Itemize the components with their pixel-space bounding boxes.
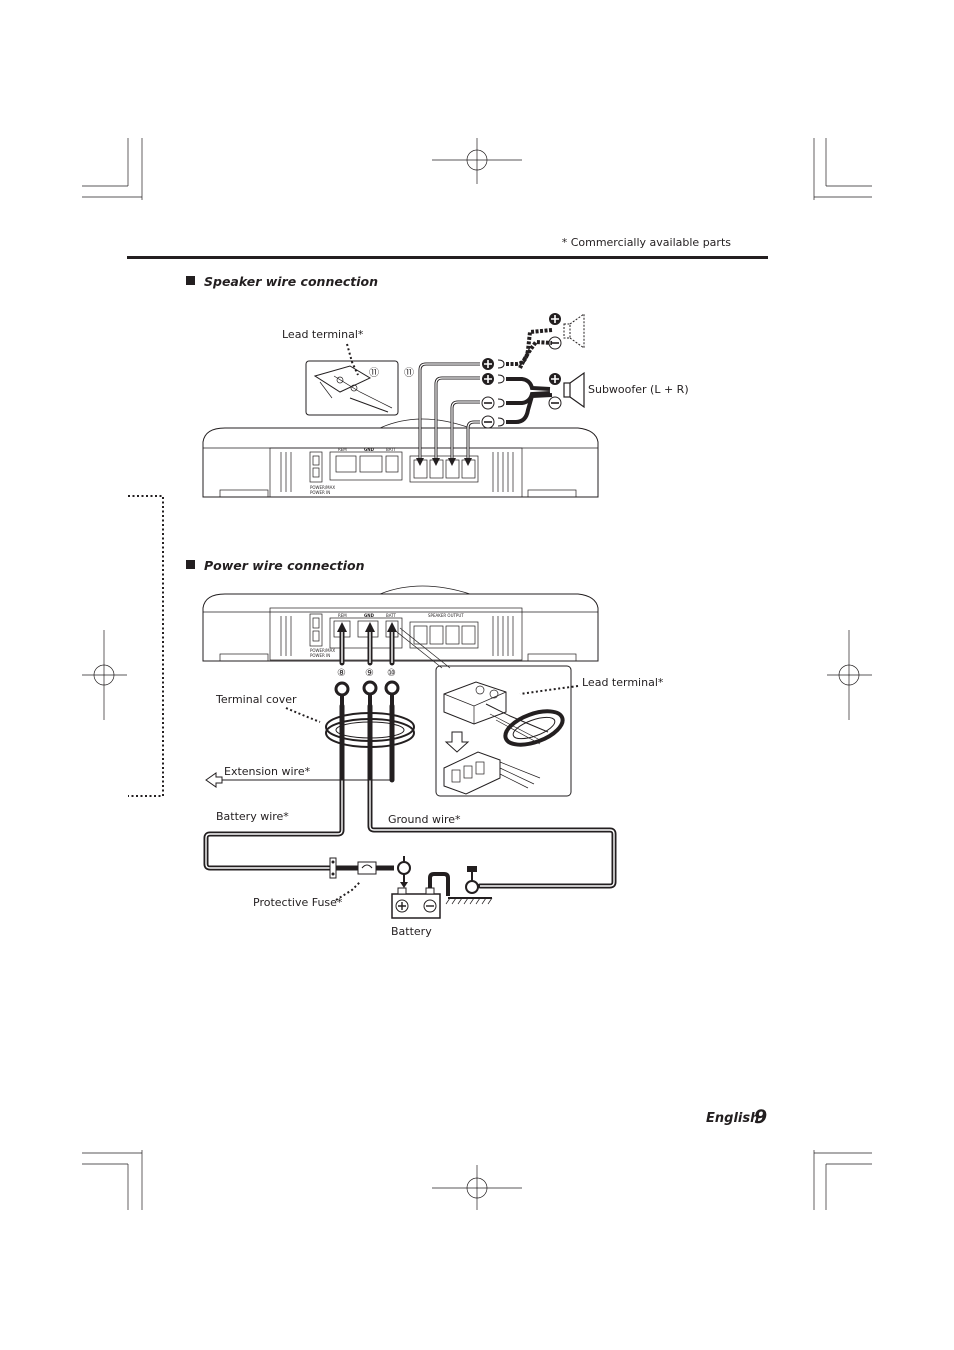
extension-link-dotted <box>128 495 164 797</box>
ground-wire-label: Ground wire* <box>388 813 461 826</box>
power-in-label-2: POWER IN <box>310 653 330 658</box>
subwoofer-top <box>548 313 585 350</box>
battery-wire-label: Battery wire* <box>216 810 289 823</box>
extension-arrow <box>205 772 223 788</box>
terminal-cover-pointer <box>285 707 321 723</box>
rem-label: REM <box>338 447 347 452</box>
power-wires <box>203 703 617 889</box>
speaker-lead-terminal-label: Lead terminal* <box>282 328 364 341</box>
marker-9: ⑨ <box>365 668 374 679</box>
amplifier-speaker-view: POWER/MAX POWER IN REM GND BATT <box>202 418 599 498</box>
section-bullet-power <box>186 560 195 569</box>
rem-label-2: REM <box>338 613 347 618</box>
speaker-marker-b: ⑪ <box>404 367 414 379</box>
speaker-leads <box>418 362 480 462</box>
subwoofer-bottom <box>548 371 585 410</box>
gnd-label: GND <box>364 447 375 452</box>
protective-fuse-label: Protective Fuse* <box>253 896 343 909</box>
ground-point <box>445 866 493 905</box>
speaker-wires <box>506 328 553 424</box>
marker-10: ⑩ <box>387 668 396 679</box>
speaker-lead-terminal-pointer <box>346 343 359 376</box>
ring-terminals <box>334 680 400 706</box>
section-bullet-speaker <box>186 276 195 285</box>
power-in-label: POWER IN <box>310 490 330 495</box>
lead-arrowheads <box>416 458 472 466</box>
power-lead-terminal-label: Lead terminal* <box>582 676 664 689</box>
marker-8: ⑧ <box>337 668 346 679</box>
page-number: 9 <box>754 1106 767 1128</box>
terminal-cover-label: Terminal cover <box>215 693 297 706</box>
battery-label: Battery <box>391 925 432 938</box>
crop-marks <box>82 138 872 1210</box>
power-lead-terminal-pointer <box>519 685 579 695</box>
polarity-symbols-speaker <box>481 358 505 429</box>
speaker-output-label: SPEAKER OUTPUT <box>428 613 464 618</box>
amplifier-power-view: POWER/MAX POWER IN REM GND BATT SPEAKER … <box>202 585 599 662</box>
subwoofer-label: Subwoofer (L + R) <box>588 383 689 396</box>
extension-wire-label: Extension wire* <box>224 765 311 778</box>
batt-label-2: BATT <box>386 613 397 618</box>
gnd-label-2: GND <box>364 613 375 618</box>
power-terminal-arrows <box>337 622 397 666</box>
fuse-pointer <box>335 881 361 901</box>
power-lead-terminal-inset <box>391 627 572 797</box>
commercial-parts-note: * Commercially available parts <box>562 236 732 249</box>
power-section-title: Power wire connection <box>204 558 365 573</box>
battery <box>391 872 450 919</box>
speaker-lead-terminal-inset <box>305 360 399 416</box>
footer-language: English <box>706 1111 759 1126</box>
header-rule <box>127 256 768 259</box>
batt-label: BATT <box>386 447 397 452</box>
registration-marks <box>82 138 872 1210</box>
speaker-section-title: Speaker wire connection <box>204 274 378 289</box>
protective-fuse <box>329 856 411 888</box>
speaker-leads-inner <box>419 363 480 462</box>
speaker-marker-a: ⑪ <box>369 367 379 379</box>
power-indicator-label-2: POWER/MAX <box>310 648 335 653</box>
power-indicator-label: POWER/MAX <box>310 485 335 490</box>
